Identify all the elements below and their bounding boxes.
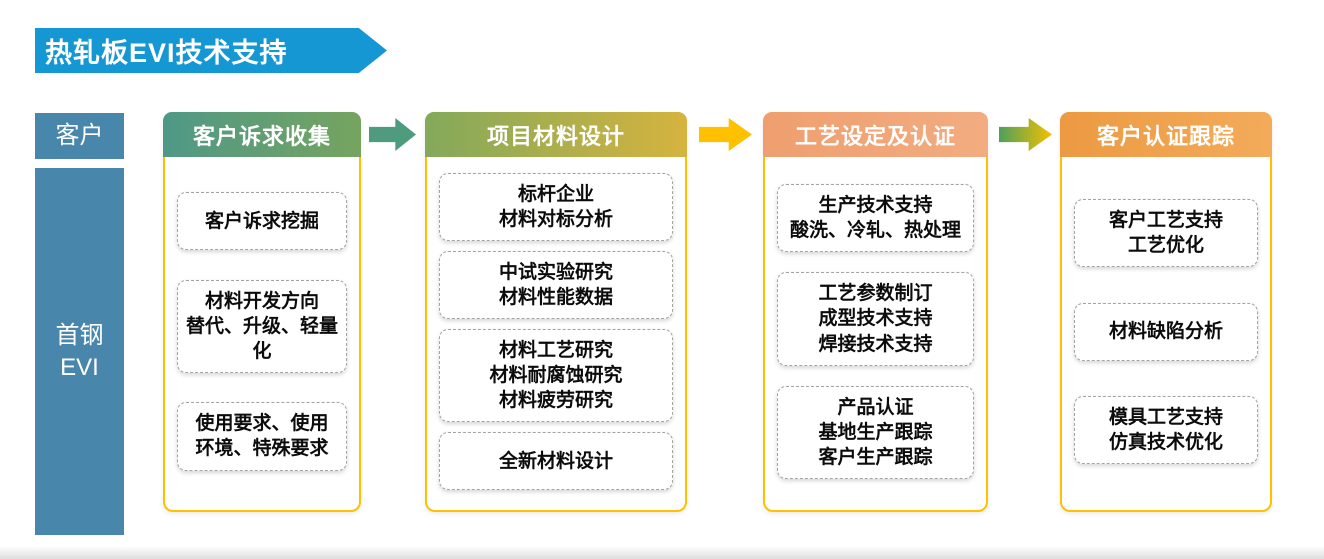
stage-column-process-setting-certification: 工艺设定及认证 生产技术支持 酸洗、冷轧、热处理 工艺参数制订 成型技术支持 焊… [763,112,988,512]
stage-column-customer-certification-tracking: 客户认证跟踪 客户工艺支持 工艺优化 材料缺陷分析 模具工艺支持 仿真技术优化 [1060,112,1272,512]
process-item: 工艺参数制订 成型技术支持 焊接技术支持 [777,272,974,366]
process-item: 产品认证 基地生产跟踪 客户生产跟踪 [777,386,974,480]
stage-items: 客户诉求挖掘 材料开发方向 替代、升级、轻量化 使用要求、使用 环境、特殊要求 [165,157,359,510]
stage-header-process-setting-certification: 工艺设定及认证 [763,112,988,157]
flow-arrow-icon [369,118,416,151]
process-item: 模具工艺支持 仿真技术优化 [1074,396,1258,465]
stage-column-customer-needs-collection: 客户诉求收集 客户诉求挖掘 材料开发方向 替代、升级、轻量化 使用要求、使用 环… [163,112,361,512]
process-item: 全新材料设计 [439,432,673,491]
stage-header-customer-needs-collection: 客户诉求收集 [163,112,361,157]
flow-arrow-icon [999,118,1052,151]
shougang-evi-rail-box: 首钢 EVI [35,168,124,535]
process-item: 材料工艺研究 材料耐腐蚀研究 材料疲劳研究 [439,328,673,423]
flow-arrow-icon [699,118,752,151]
stage-header-project-material-design: 项目材料设计 [425,112,687,157]
stage-items: 客户工艺支持 工艺优化 材料缺陷分析 模具工艺支持 仿真技术优化 [1062,157,1270,510]
stage-items: 生产技术支持 酸洗、冷轧、热处理 工艺参数制订 成型技术支持 焊接技术支持 产品… [765,157,986,510]
slide-title: 热轧板EVI技术支持 [45,38,288,68]
slide-bottom-edge [0,546,1324,559]
process-item: 标杆企业 材料对标分析 [439,172,673,242]
process-item: 生产技术支持 酸洗、冷轧、热处理 [777,183,974,252]
stage-items: 标杆企业 材料对标分析 中试实验研究 材料性能数据 材料工艺研究 材料耐腐蚀研究… [427,157,685,510]
title-banner: 热轧板EVI技术支持 [35,28,387,73]
process-item: 中试实验研究 材料性能数据 [439,250,673,320]
process-item: 客户工艺支持 工艺优化 [1074,198,1258,267]
process-item: 客户诉求挖掘 [177,192,347,251]
stage-column-project-material-design: 项目材料设计 标杆企业 材料对标分析 中试实验研究 材料性能数据 材料工艺研究 … [425,112,687,512]
process-item: 使用要求、使用 环境、特殊要求 [177,402,347,471]
process-item: 材料缺陷分析 [1074,302,1258,361]
process-item: 材料开发方向 替代、升级、轻量化 [177,279,347,374]
shougang-evi-rail-label: 首钢 EVI [55,322,104,381]
customer-rail-label: 客户 [55,122,104,150]
stage-header-customer-certification-tracking: 客户认证跟踪 [1060,112,1272,157]
customer-rail-box: 客户 [35,113,124,159]
